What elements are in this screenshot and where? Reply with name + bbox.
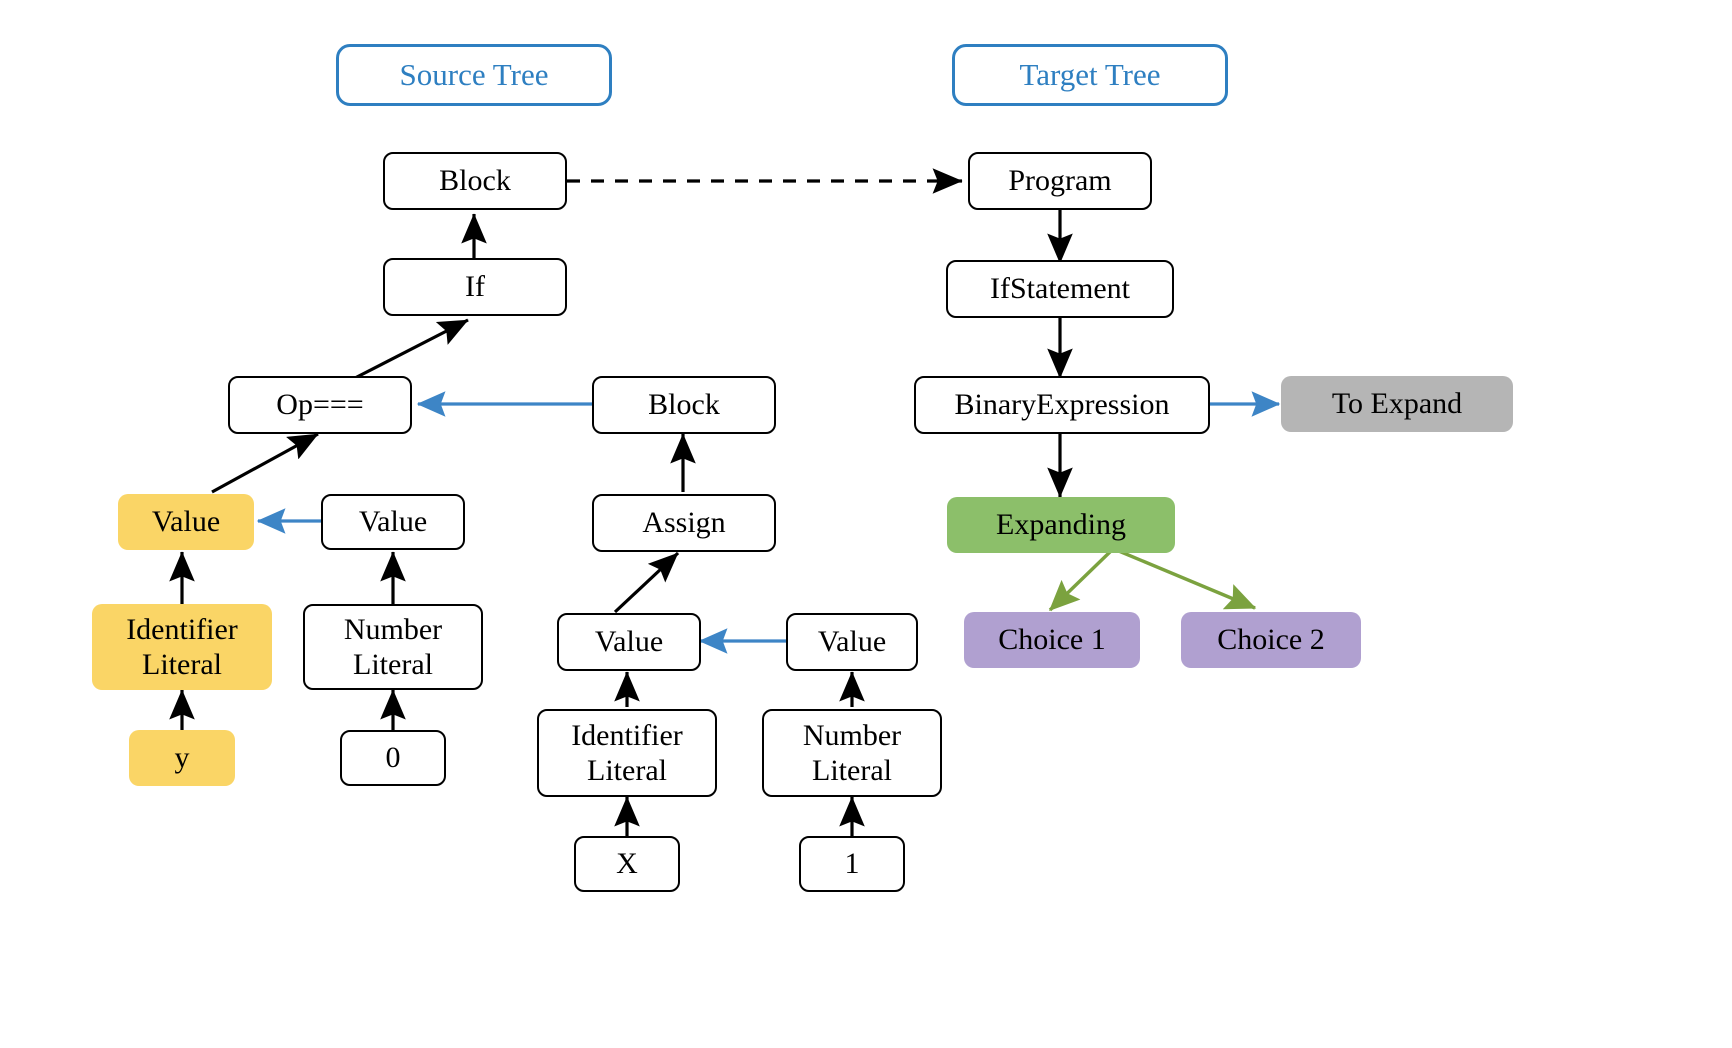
node-label: 1: [844, 847, 860, 881]
node-source-leaf-0[interactable]: 0: [340, 730, 446, 786]
node-label: Identifier Literal: [571, 718, 683, 787]
node-label: Op===: [276, 388, 364, 422]
node-target-to-expand[interactable]: To Expand: [1281, 376, 1513, 432]
node-source-value-y[interactable]: Value: [118, 494, 254, 550]
node-source-value-x[interactable]: Value: [557, 613, 701, 671]
legend-source-tree-label: Source Tree: [399, 57, 549, 92]
node-source-identifier-literal-x[interactable]: Identifier Literal: [537, 709, 717, 797]
legend-source-tree: Source Tree: [336, 44, 612, 106]
edge-valuex-to-assign: [613, 551, 680, 614]
node-source-value-0[interactable]: Value: [321, 494, 465, 550]
node-source-number-literal-0[interactable]: Number Literal: [303, 604, 483, 690]
node-target-ifstatement[interactable]: IfStatement: [946, 260, 1174, 318]
edge-value-to-op: [211, 432, 319, 494]
node-label: Value: [594, 625, 664, 659]
node-source-value-1[interactable]: Value: [786, 613, 918, 671]
node-label: If: [465, 270, 485, 304]
node-label: Assign: [642, 506, 726, 540]
node-label: To Expand: [1331, 387, 1463, 421]
edge-expanding-to-choice2: [1113, 547, 1257, 610]
edge-op-to-if: [354, 318, 469, 380]
node-label: Value: [151, 505, 221, 539]
node-source-leaf-x[interactable]: X: [574, 836, 680, 892]
node-target-choice-1[interactable]: Choice 1: [964, 612, 1140, 668]
node-label: 0: [385, 741, 401, 775]
node-source-op-strict-equals[interactable]: Op===: [228, 376, 412, 434]
edge-expanding-to-choice1: [1048, 548, 1114, 612]
node-label: Identifier Literal: [126, 612, 238, 681]
legend-target-tree-label: Target Tree: [1019, 57, 1161, 92]
node-label: Value: [817, 625, 887, 659]
node-label: Number Literal: [343, 612, 443, 681]
node-target-binaryexpression[interactable]: BinaryExpression: [914, 376, 1210, 434]
node-label: Number Literal: [802, 718, 902, 787]
node-source-block-body[interactable]: Block: [592, 376, 776, 434]
node-label: Block: [648, 388, 720, 422]
node-target-choice-2[interactable]: Choice 2: [1181, 612, 1361, 668]
node-label: Choice 1: [998, 623, 1106, 657]
legend-target-tree: Target Tree: [952, 44, 1228, 106]
node-target-program[interactable]: Program: [968, 152, 1152, 210]
node-label: Block: [439, 164, 511, 198]
node-label: Program: [1008, 164, 1112, 198]
node-label: X: [616, 847, 638, 881]
node-source-identifier-literal-y[interactable]: Identifier Literal: [92, 604, 272, 690]
node-source-leaf-y[interactable]: y: [129, 730, 235, 786]
node-label: Choice 2: [1217, 623, 1325, 657]
node-label: y: [174, 741, 190, 775]
node-source-number-literal-1[interactable]: Number Literal: [762, 709, 942, 797]
node-label: Value: [358, 505, 428, 539]
node-label: Expanding: [996, 508, 1126, 542]
node-source-assign[interactable]: Assign: [592, 494, 776, 552]
node-source-leaf-1[interactable]: 1: [799, 836, 905, 892]
node-label: IfStatement: [990, 272, 1130, 306]
node-label: BinaryExpression: [954, 388, 1170, 422]
node-source-block-root[interactable]: Block: [383, 152, 567, 210]
node-source-if[interactable]: If: [383, 258, 567, 316]
node-target-expanding[interactable]: Expanding: [947, 497, 1175, 553]
